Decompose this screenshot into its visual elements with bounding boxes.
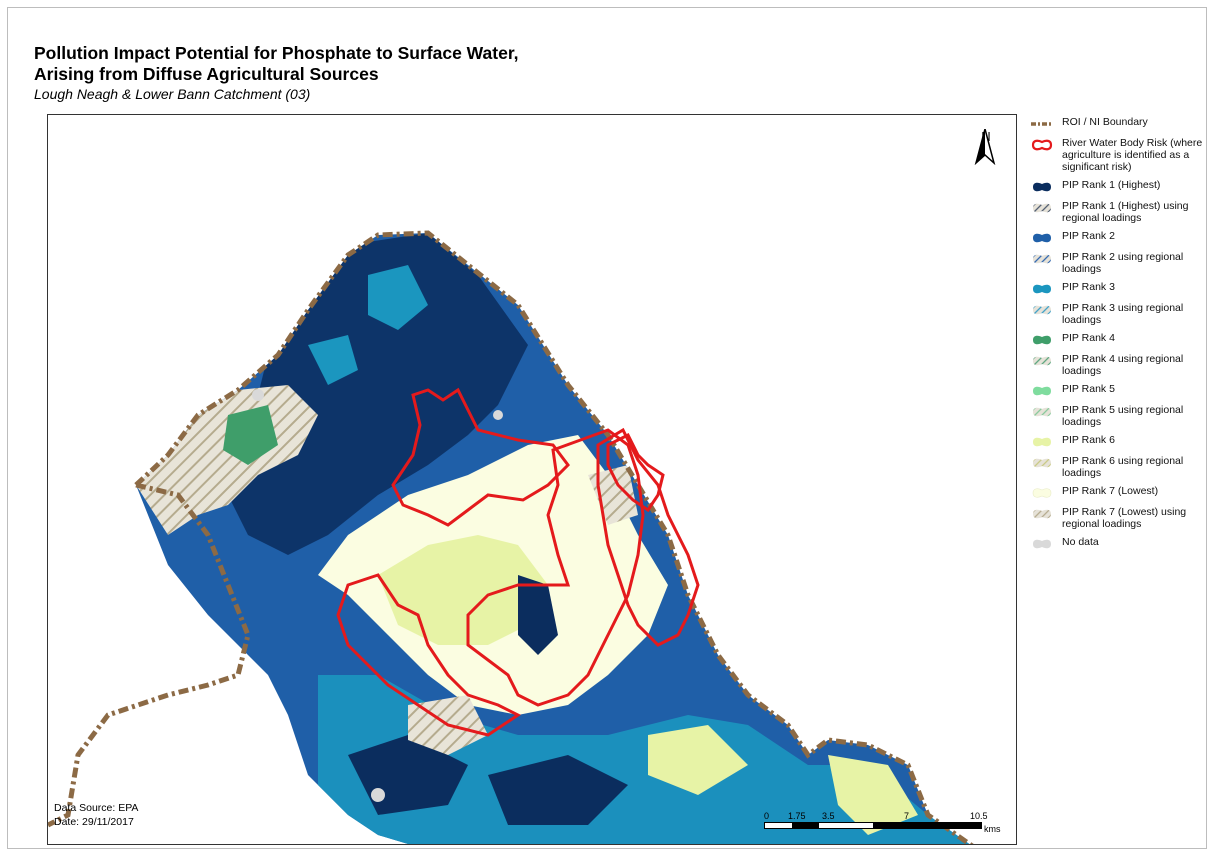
scale-bar: 0 1.75 3.5 7 10.5 kms (764, 811, 1004, 841)
legend-item: PIP Rank 5 (1030, 383, 1210, 398)
legend-label: PIP Rank 2 using regional loadings (1062, 251, 1184, 275)
legend-label: PIP Rank 3 using regional loadings (1062, 302, 1184, 326)
map-canvas (48, 230, 978, 844)
legend-item: PIP Rank 4 using regional loadings (1030, 353, 1210, 377)
north-arrow-icon (974, 129, 996, 165)
scale-tick-label: 1.75 (788, 811, 806, 821)
legend-item: PIP Rank 4 (1030, 332, 1210, 347)
legend-item: PIP Rank 5 using regional loadings (1030, 404, 1210, 428)
legend-label: PIP Rank 4 (1062, 332, 1115, 344)
boundary-line-swatch-icon (1031, 122, 1053, 126)
legend-label: River Water Body Risk (where agriculture… (1062, 137, 1203, 173)
legend-label: PIP Rank 1 (Highest) using regional load… (1062, 200, 1189, 224)
legend-item: PIP Rank 2 (1030, 230, 1210, 245)
legend-item: PIP Rank 1 (Highest) (1030, 179, 1210, 194)
hatch-swatch-icon (1033, 356, 1051, 366)
scale-tick-label: 10.5 (970, 811, 988, 821)
legend-label: PIP Rank 5 (1062, 383, 1115, 395)
north-arrow: N (974, 129, 998, 165)
map-title-block: Pollution Impact Potential for Phosphate… (34, 43, 519, 103)
scale-tick-label: 3.5 (822, 811, 835, 821)
legend-label: PIP Rank 5 using regional loadings (1062, 404, 1184, 428)
legend-label: PIP Rank 3 (1062, 281, 1115, 293)
river-risk-area-2 (466, 428, 645, 707)
solid-swatch-icon (1033, 539, 1051, 549)
map-date-text: Date: 29/11/2017 (54, 816, 134, 828)
hatch-swatch-icon (1033, 509, 1051, 519)
legend-label: No data (1062, 536, 1099, 548)
legend-label: PIP Rank 7 (Lowest) (1062, 485, 1159, 497)
legend-item: PIP Rank 2 using regional loadings (1030, 251, 1210, 275)
legend-item: PIP Rank 1 (Highest) using regional load… (1030, 200, 1210, 224)
river-risk-area-3 (336, 573, 521, 737)
legend-item: PIP Rank 7 (Lowest) (1030, 485, 1210, 500)
legend-item: PIP Rank 6 using regional loadings (1030, 455, 1210, 479)
river-risk-area-4 (596, 427, 700, 647)
river-risk-area-5 (606, 432, 665, 513)
legend-item: PIP Rank 3 (1030, 281, 1210, 296)
solid-swatch-icon (1033, 437, 1051, 447)
map-subtitle: Lough Neagh & Lower Bann Catchment (03) (34, 86, 311, 102)
data-source-text: Data Source: EPA (54, 802, 139, 814)
solid-swatch-icon (1033, 182, 1051, 192)
legend-label: PIP Rank 4 using regional loadings (1062, 353, 1184, 377)
scale-units: kms (984, 824, 1001, 834)
legend-label: PIP Rank 6 (1062, 434, 1115, 446)
legend-label: ROI / NI Boundary (1062, 116, 1148, 128)
solid-swatch-icon (1033, 284, 1051, 294)
map-credits: Data Source: EPA Date: 29/11/2017 (54, 801, 138, 829)
legend-item: PIP Rank 7 (Lowest) using regional loadi… (1030, 506, 1210, 530)
hatch-swatch-icon (1033, 458, 1051, 468)
legend-label: PIP Rank 6 using regional loadings (1062, 455, 1184, 479)
legend-label: PIP Rank 2 (1062, 230, 1115, 242)
legend-item: PIP Rank 6 (1030, 434, 1210, 449)
hatch-swatch-icon (1033, 305, 1051, 315)
map-title-line-2: Arising from Diffuse Agricultural Source… (34, 64, 379, 84)
scale-tick-label: 0 (764, 811, 770, 821)
page-frame (7, 7, 1207, 849)
legend-item: ROI / NI Boundary (1030, 116, 1210, 131)
scale-bar-graphic (764, 822, 982, 829)
solid-swatch-icon (1033, 386, 1051, 396)
river-risk-area-1 (391, 387, 570, 527)
roi-ni-boundary (48, 230, 974, 844)
hatch-swatch-icon (1033, 407, 1051, 417)
hatch-swatch-icon (1033, 254, 1051, 264)
scale-tick-label: 7 (904, 811, 910, 821)
solid-swatch-icon (1033, 233, 1051, 243)
legend-label: PIP Rank 1 (Highest) (1062, 179, 1161, 191)
legend-label: PIP Rank 7 (Lowest) using regional loadi… (1062, 506, 1187, 530)
map-frame[interactable]: N Data Source: EPA Date: 29/11/2017 0 1.… (47, 114, 1017, 845)
map-title-line-1: Pollution Impact Potential for Phosphate… (34, 43, 519, 63)
legend-item: River Water Body Risk (where agriculture… (1030, 137, 1210, 173)
legend-item: PIP Rank 3 using regional loadings (1030, 302, 1210, 326)
hatch-swatch-icon (1033, 203, 1051, 213)
solid-swatch-icon (1033, 335, 1051, 345)
legend-item: No data (1030, 536, 1210, 551)
outline-swatch-icon (1031, 139, 1053, 151)
solid-swatch-icon (1032, 488, 1052, 498)
